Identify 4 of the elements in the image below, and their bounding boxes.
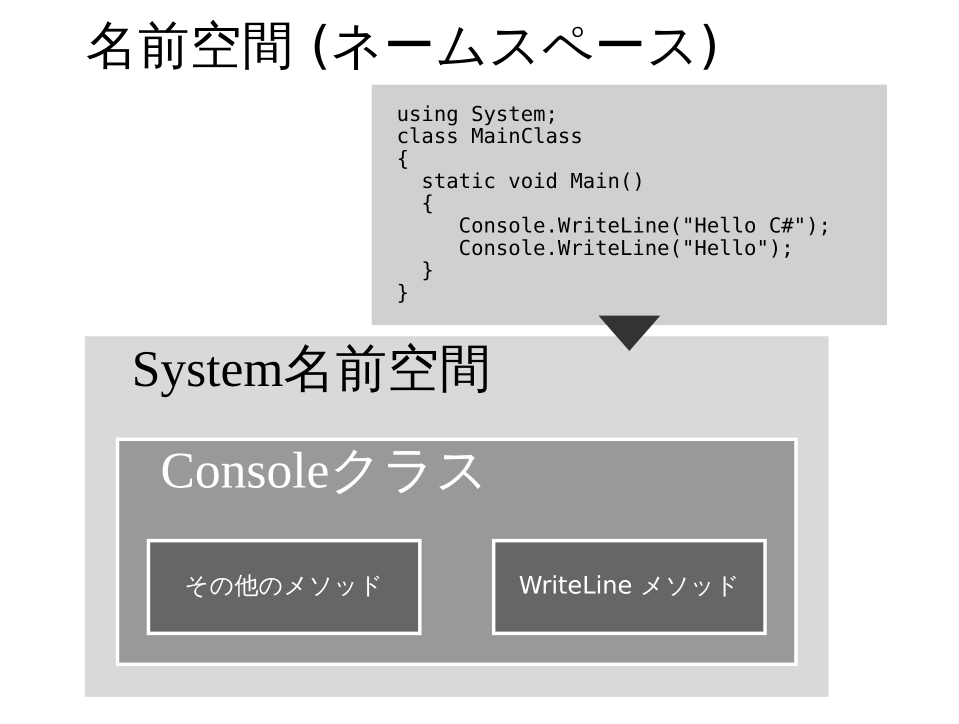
arrow (598, 316, 660, 351)
node-box: WriteLine メソッド (492, 538, 767, 636)
diagram-title: 名前空間 (ネームスペース) (86, 16, 720, 76)
node-box: その他のメソッド (146, 538, 422, 636)
